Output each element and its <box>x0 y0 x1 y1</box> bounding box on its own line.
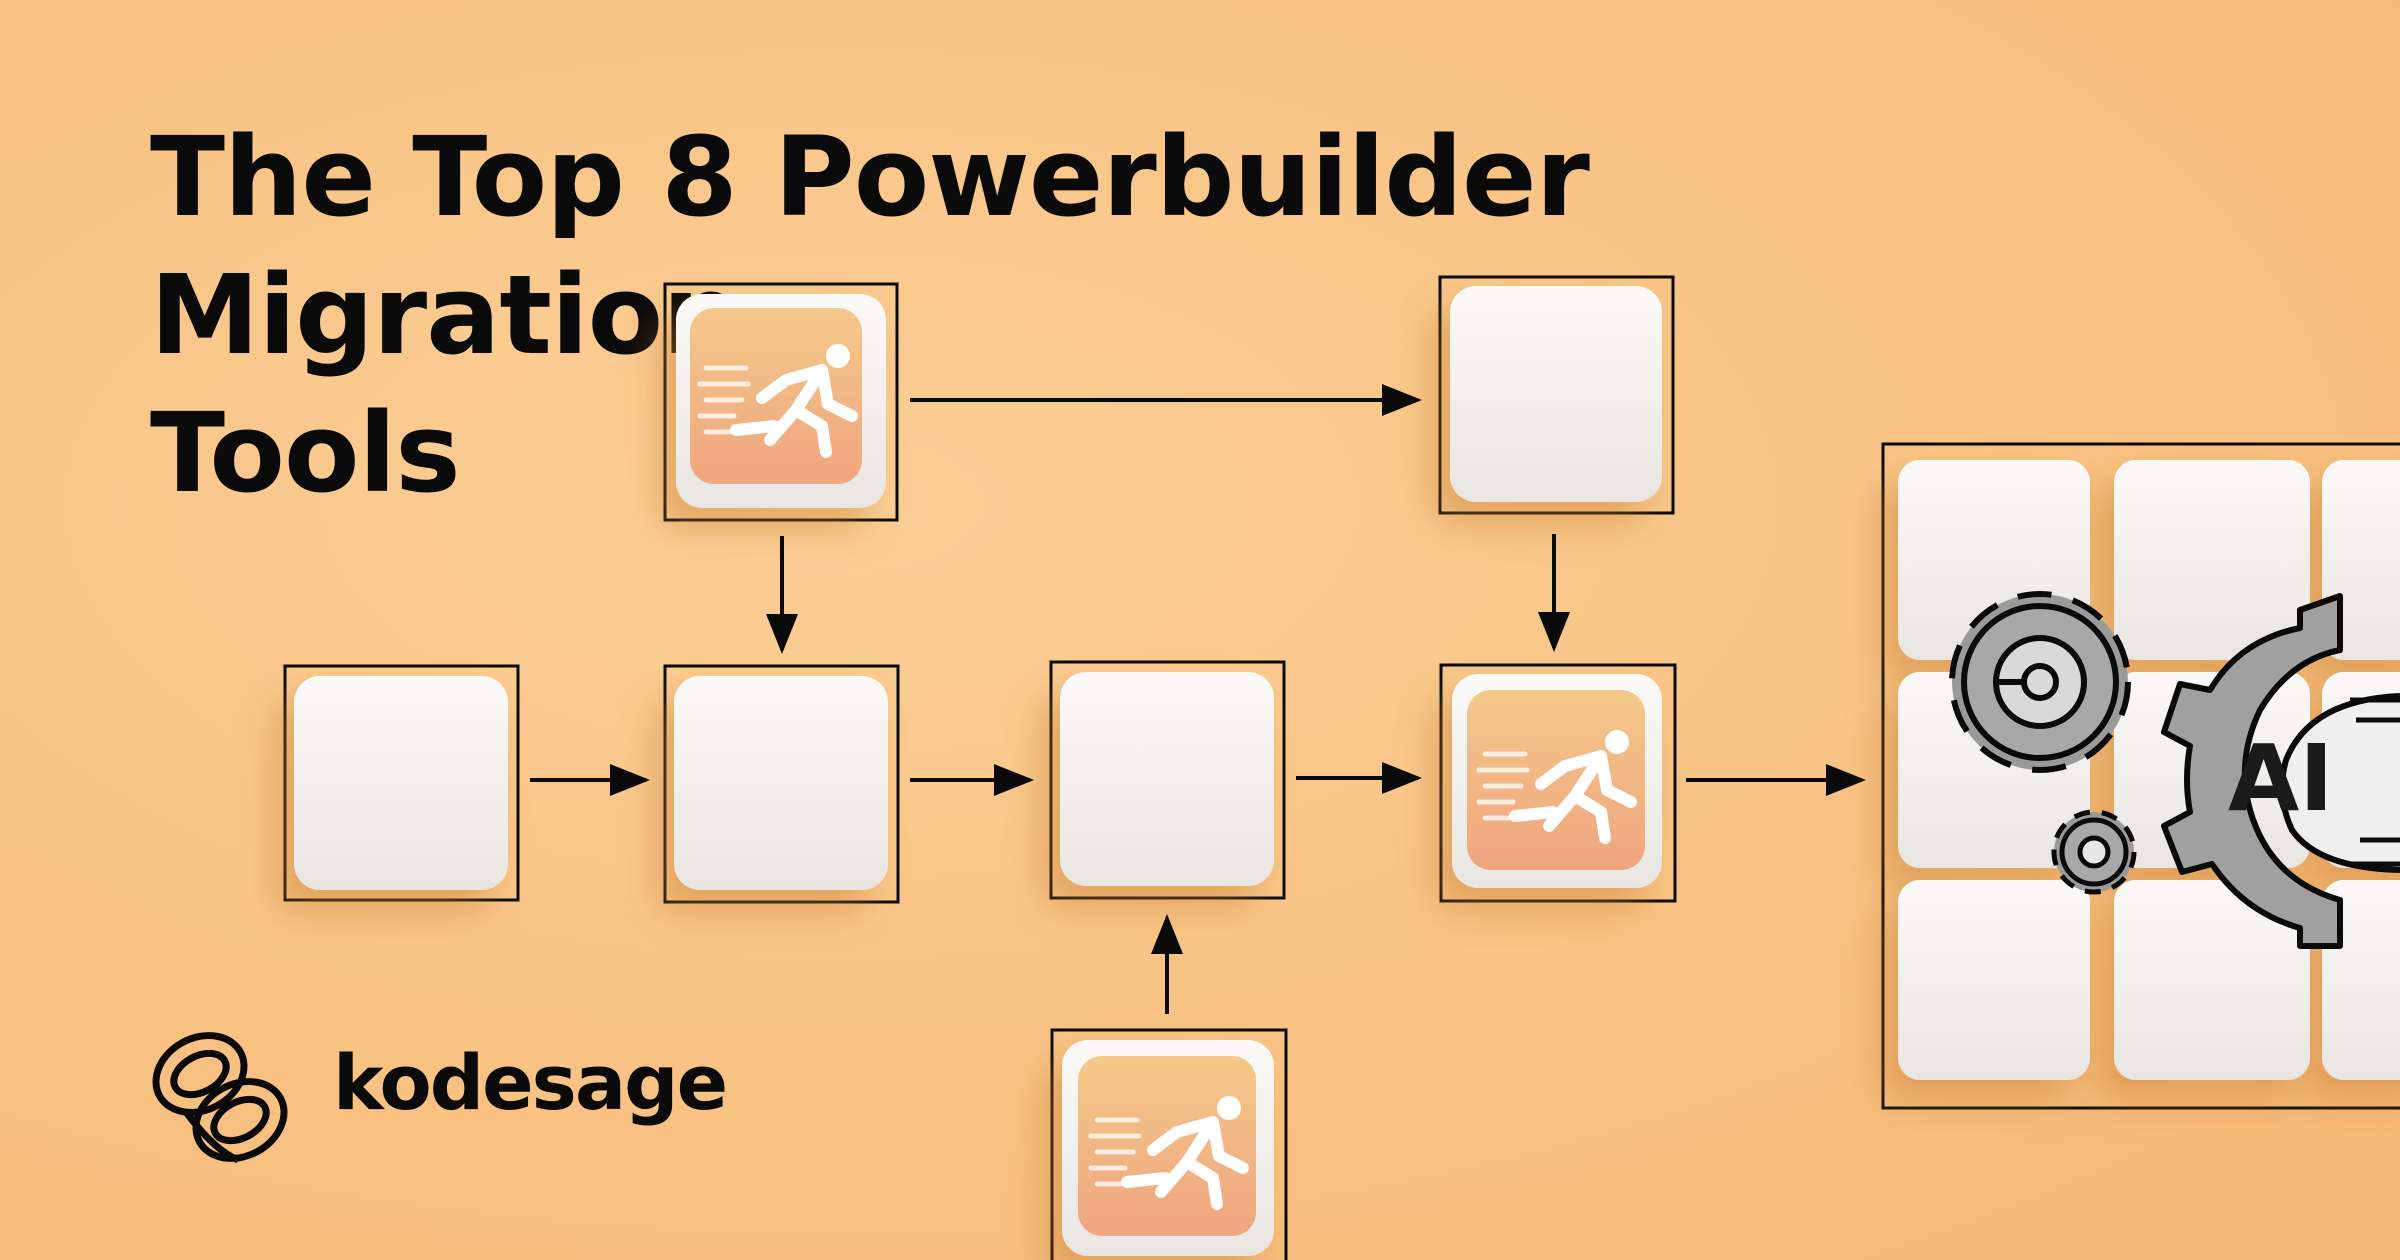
interlocking-rings-logo <box>152 1032 288 1164</box>
runner-tile-top <box>663 282 899 522</box>
blank-tile-3 <box>1049 660 1286 900</box>
runner-tile-bottom <box>1050 1028 1288 1260</box>
page-title: The Top 8 Powerbuilder Migration Tools <box>150 108 2150 522</box>
title-line-1: The Top 8 Powerbuilder Migration <box>150 113 1590 379</box>
runner-tile-middle <box>1439 663 1677 903</box>
title-line-2: Tools <box>150 389 461 517</box>
gear-icon <box>1949 591 2131 773</box>
ai-module: AI <box>1881 442 2400 1110</box>
brand-name: kodesage <box>333 1038 728 1127</box>
ai-label: AI <box>2228 725 2333 832</box>
blank-tile-1 <box>283 664 520 902</box>
blank-tile-2 <box>663 664 900 904</box>
small-gear-icon <box>2051 809 2137 895</box>
ai-chip-gear-icon: AI <box>2161 593 2400 949</box>
flow-arrows <box>530 384 1866 1014</box>
blank-tile-top-right <box>1438 275 1675 515</box>
